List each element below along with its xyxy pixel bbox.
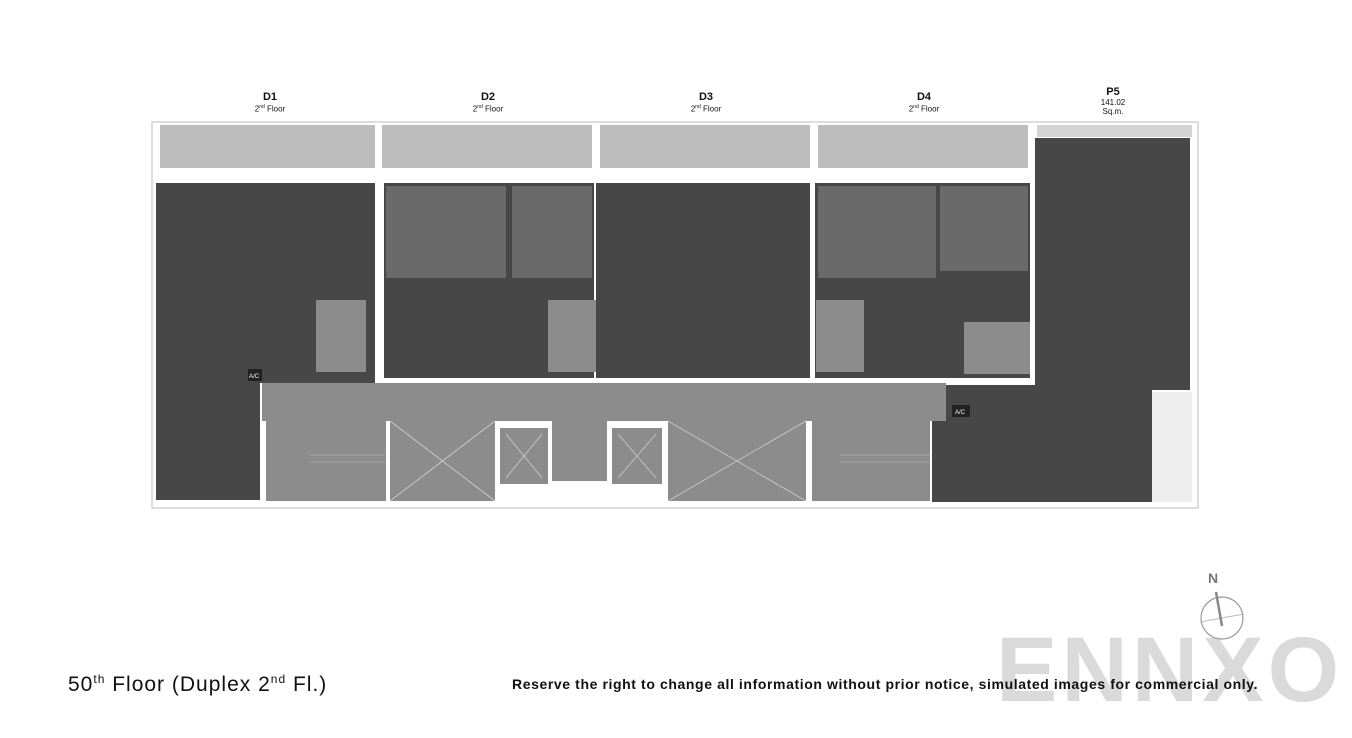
- unit-label-d4: D4 2nd Floor: [884, 91, 964, 114]
- rooms: [386, 186, 1028, 278]
- unit-name: D1: [262, 91, 278, 103]
- ac-box: [952, 405, 970, 417]
- stairs: [310, 454, 930, 463]
- unit-name: D2: [480, 91, 496, 103]
- unit-label-d2: D2 2nd Floor: [448, 91, 528, 114]
- unit-name: D3: [698, 91, 714, 103]
- terrace: [1152, 392, 1192, 502]
- unit-label-d1: D1 2nd Floor: [230, 91, 310, 114]
- unit-floor: 2nd Floor: [472, 104, 504, 114]
- unit-label-p5: P5 141.02 Sq.m.: [1073, 86, 1153, 116]
- unit-floor: 2nd Floor: [908, 104, 940, 114]
- balconies: [160, 125, 1192, 168]
- north-label: N: [1208, 570, 1219, 586]
- ac-box: [248, 369, 262, 381]
- unit-area-unit: Sq.m.: [1102, 107, 1124, 116]
- unit-area: 141.02: [1100, 98, 1126, 107]
- unit-label-d3: D3 2nd Floor: [666, 91, 746, 114]
- elevator-shafts: [389, 420, 807, 502]
- unit-name: P5: [1106, 86, 1120, 98]
- north-arrow-icon: [1199, 591, 1245, 640]
- ac-label: A/C: [249, 374, 260, 380]
- watermark: ENNXO: [996, 619, 1344, 721]
- unit-floor: 2nd Floor: [254, 104, 286, 114]
- disclaimer: Reserve the right to change all informat…: [512, 676, 1259, 692]
- floor-title: 50th Floor (Duplex 2nd Fl.): [68, 672, 328, 696]
- unit-name: D4: [916, 91, 932, 103]
- unit-floor: 2nd Floor: [690, 104, 722, 114]
- ac-label: A/C: [955, 410, 966, 416]
